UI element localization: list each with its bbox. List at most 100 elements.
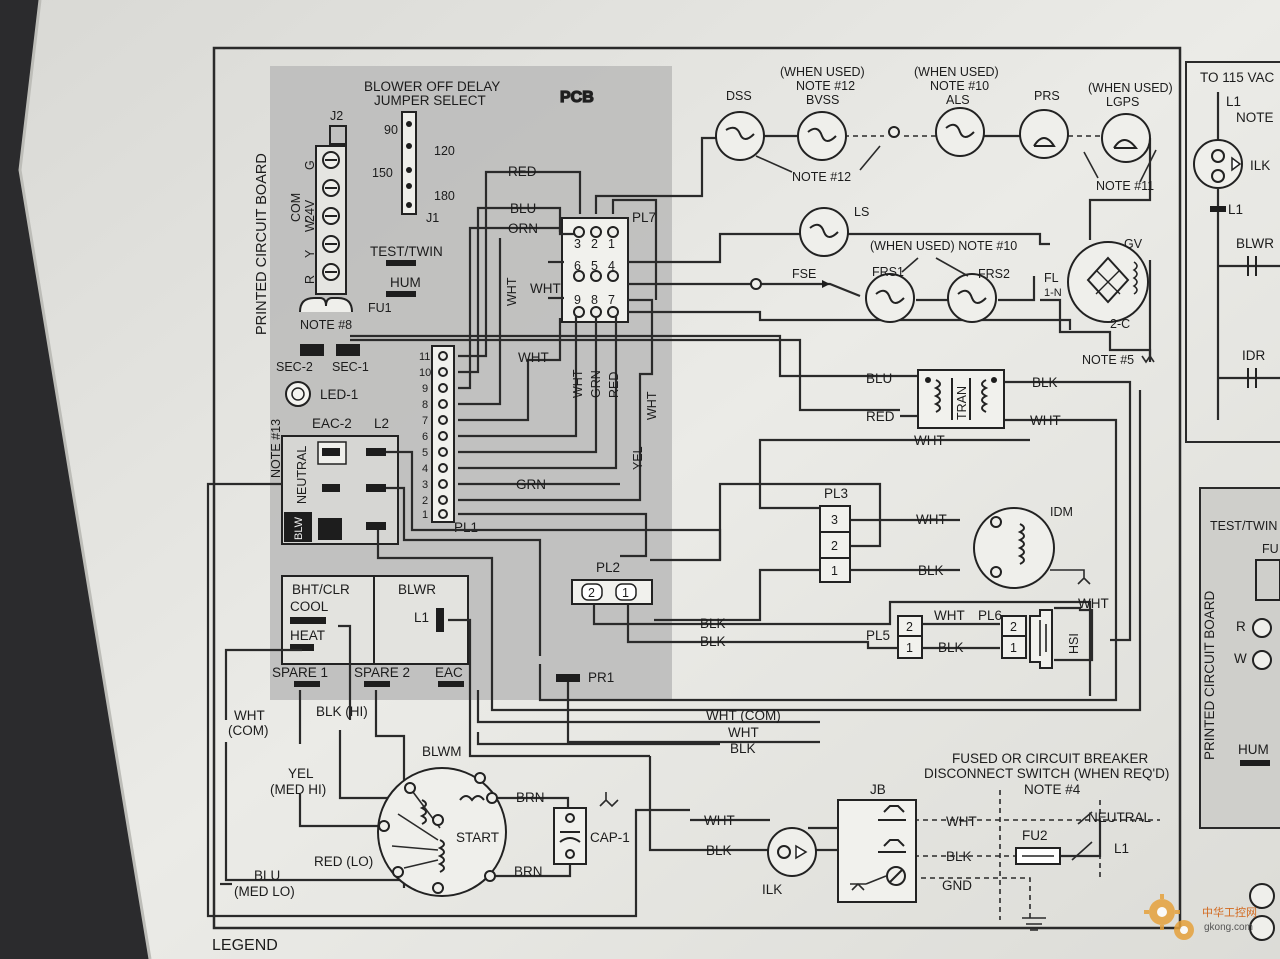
wire-label-wht-under-tran: WHT <box>914 433 945 448</box>
wire-label-wht-tran: WHT <box>1030 413 1061 428</box>
led1-label: LED-1 <box>320 387 358 402</box>
pl3-pin-2: 2 <box>831 539 838 553</box>
note12-top: NOTE #12 <box>796 79 855 93</box>
wire-label-l1: L1 <box>1114 841 1129 856</box>
pl5-label: PL5 <box>866 628 890 643</box>
wire-label-blu-a: BLU <box>254 868 280 883</box>
wire-label-red-lo: RED (LO) <box>314 854 373 869</box>
fuse-fu2 <box>1015 847 1061 865</box>
lgps-label: LGPS <box>1106 95 1139 109</box>
pl1-pin-2: 2 <box>422 495 428 507</box>
gv-2c-label: 2-C <box>1110 317 1130 331</box>
right-ilk-label: ILK <box>1250 158 1270 173</box>
wire-label-wht-com-left-b: (COM) <box>228 723 269 738</box>
spare2-label: SPARE 2 <box>354 665 410 680</box>
right-l1-top: L1 <box>1226 94 1241 109</box>
jumper-block <box>401 111 417 215</box>
note8-label: NOTE #8 <box>300 318 352 332</box>
tran-label: TRAN <box>955 386 969 420</box>
right-ilk-switch <box>1193 139 1243 189</box>
terminal-g: G <box>303 160 317 170</box>
wire-label-orn: ORN <box>508 221 538 236</box>
frs-note-label: (WHEN USED) NOTE #10 <box>870 239 1017 253</box>
j2-label: J2 <box>330 109 343 123</box>
interlock-switch-ilk <box>767 827 817 877</box>
wire-label-brn-2: BRN <box>514 864 543 879</box>
thermostat-terminal-strip <box>315 145 347 295</box>
blower-motor-blwm <box>377 767 507 897</box>
pcb-side-label: PRINTED CIRCUIT BOARD <box>254 153 270 335</box>
pl7-pin-8: 8 <box>591 293 598 307</box>
delay-150: 150 <box>372 166 393 180</box>
junction-box-jb <box>837 799 917 903</box>
pl5-pin-2: 2 <box>906 620 913 634</box>
wire-label-wht-pl5: WHT <box>934 608 965 623</box>
lgps-switch <box>1101 113 1151 163</box>
watermark-logo <box>1144 894 1194 940</box>
note13-label: NOTE #13 <box>269 419 283 478</box>
pl2-pin-1: 1 <box>622 586 629 600</box>
fused-label-2: DISCONNECT SWITCH (WHEN REQ'D) <box>924 766 1169 781</box>
wire-label-yel-b: (MED HI) <box>270 782 326 797</box>
wire-label-blk-line: BLK <box>946 849 972 864</box>
als-label: ALS <box>946 93 970 107</box>
wire-label-blu-tran: BLU <box>866 371 892 386</box>
wire-label-blk-tran: BLK <box>1032 375 1058 390</box>
pl1-pin-5: 5 <box>422 447 428 459</box>
start-label: START <box>456 830 499 845</box>
wire-label-blk-idm: BLK <box>918 563 944 578</box>
frs1-label: FRS1 <box>872 265 904 279</box>
wire-network <box>206 134 1160 920</box>
legend-title: LEGEND <box>212 937 278 954</box>
idm-label: IDM <box>1050 505 1073 519</box>
wire-label-wht-3: WHT <box>518 350 549 365</box>
neutral-label: NEUTRAL <box>295 446 309 504</box>
terminal-y: Y <box>303 249 317 258</box>
gv-label: GV <box>1124 237 1143 251</box>
eac-label: EAC <box>435 665 463 680</box>
pl1-pin-10: 10 <box>419 367 431 379</box>
ls-switch <box>799 207 849 257</box>
wire-label-blu-top: BLU <box>510 201 536 216</box>
pl7-pin-4: 4 <box>608 259 615 273</box>
pl2-pin-2: 2 <box>588 586 595 600</box>
pl1-pin-7: 7 <box>422 415 428 427</box>
fu2-label: FU2 <box>1022 828 1048 843</box>
dss-label: DSS <box>726 89 752 103</box>
right-fu: FU <box>1262 542 1279 556</box>
when-used-2: (WHEN USED) <box>914 65 999 79</box>
pl7-label: PL7 <box>632 210 656 225</box>
pl1-label: PL1 <box>454 520 478 535</box>
hot-surface-igniter <box>1029 609 1053 669</box>
pl5-pin-1: 1 <box>906 641 913 655</box>
wire-label-blk-pl2-1: BLK <box>700 616 726 631</box>
pl7-pin-1: 1 <box>608 237 615 251</box>
fse-terminal <box>750 278 762 290</box>
wire-label-red-tran: RED <box>866 409 895 424</box>
blwr-label: BLWR <box>398 582 436 597</box>
pl7-pin-3: 3 <box>574 237 581 251</box>
fl-label: FL <box>1044 271 1059 285</box>
wire-label-blk-hi: BLK (HI) <box>316 704 368 719</box>
wire-label-wht-2: WHT <box>530 281 561 296</box>
pl1-pin-11: 11 <box>419 351 430 363</box>
wire-label-grn: GRN <box>516 477 546 492</box>
watermark-site: gkong.com <box>1204 922 1253 933</box>
blower-delay-title: BLOWER OFF DELAY <box>364 79 500 94</box>
pl7-pin-6: 6 <box>574 259 581 273</box>
note10-top: NOTE #10 <box>930 79 989 93</box>
when-used-1: (WHEN USED) <box>780 65 865 79</box>
note11-label: NOTE #11 <box>1096 179 1154 193</box>
terminal-r: R <box>303 275 317 284</box>
delay-90: 90 <box>384 123 398 137</box>
wire-label-neutral: NEUTRAL <box>1088 810 1152 825</box>
pl6-connector <box>1001 615 1027 659</box>
right-note: NOTE <box>1236 110 1274 125</box>
capacitor-cap1 <box>553 807 587 865</box>
watermark-name: 中华工控网 <box>1202 905 1257 919</box>
wire-label-wht-line: WHT <box>946 814 977 829</box>
fu1-label: FU1 <box>368 301 392 315</box>
right-hum-label: HUM <box>1238 742 1269 757</box>
sec2-label: SEC-2 <box>276 360 313 374</box>
delay-120: 120 <box>434 144 455 158</box>
